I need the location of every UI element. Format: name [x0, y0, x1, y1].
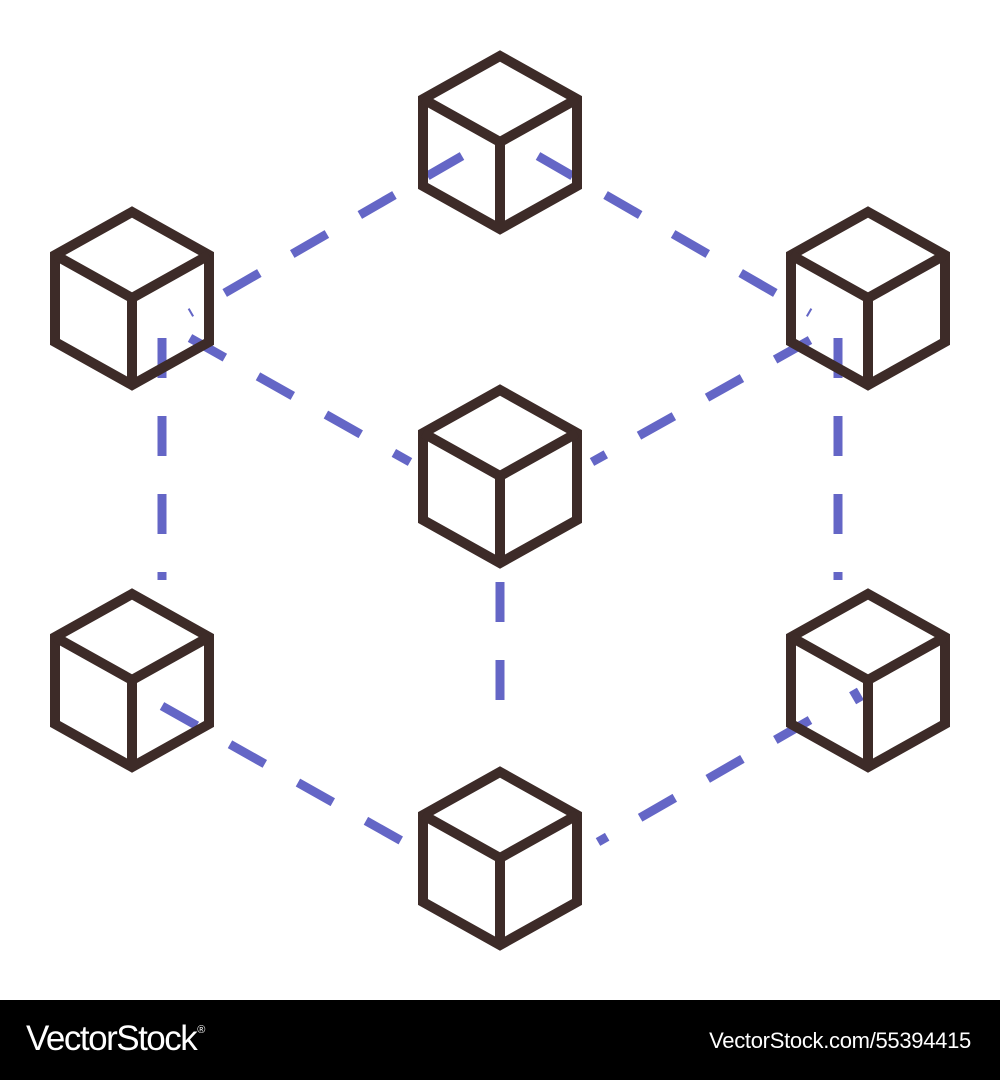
connector-line	[187, 334, 413, 466]
block-cube-icon-lower-left	[50, 588, 214, 773]
network-illustration	[50, 50, 950, 951]
brand-logo: VectorStock®	[26, 1019, 205, 1059]
connector-line	[535, 152, 813, 317]
block-cube-icon-bottom	[418, 766, 582, 951]
block-cube-icon-center	[418, 384, 582, 569]
brand-name: VectorStock	[26, 1019, 198, 1058]
block-cube-icon-upper-left	[50, 206, 214, 391]
watermark-footer: VectorStock® VectorStock.com/55394415	[0, 1000, 1000, 1080]
connector-line	[849, 687, 864, 705]
connector-line	[187, 152, 465, 317]
image-id-text: VectorStock.com/55394415	[709, 1028, 971, 1053]
block-cube-icon-top	[418, 50, 582, 235]
connector-line	[595, 716, 813, 846]
registered-mark: ®	[197, 1024, 205, 1036]
connector-line	[159, 702, 435, 862]
connector-line	[589, 336, 813, 466]
block-cube-icon-upper-right	[786, 206, 950, 391]
dashed-connectors	[157, 152, 864, 862]
block-cube-icon-lower-right	[786, 588, 950, 773]
